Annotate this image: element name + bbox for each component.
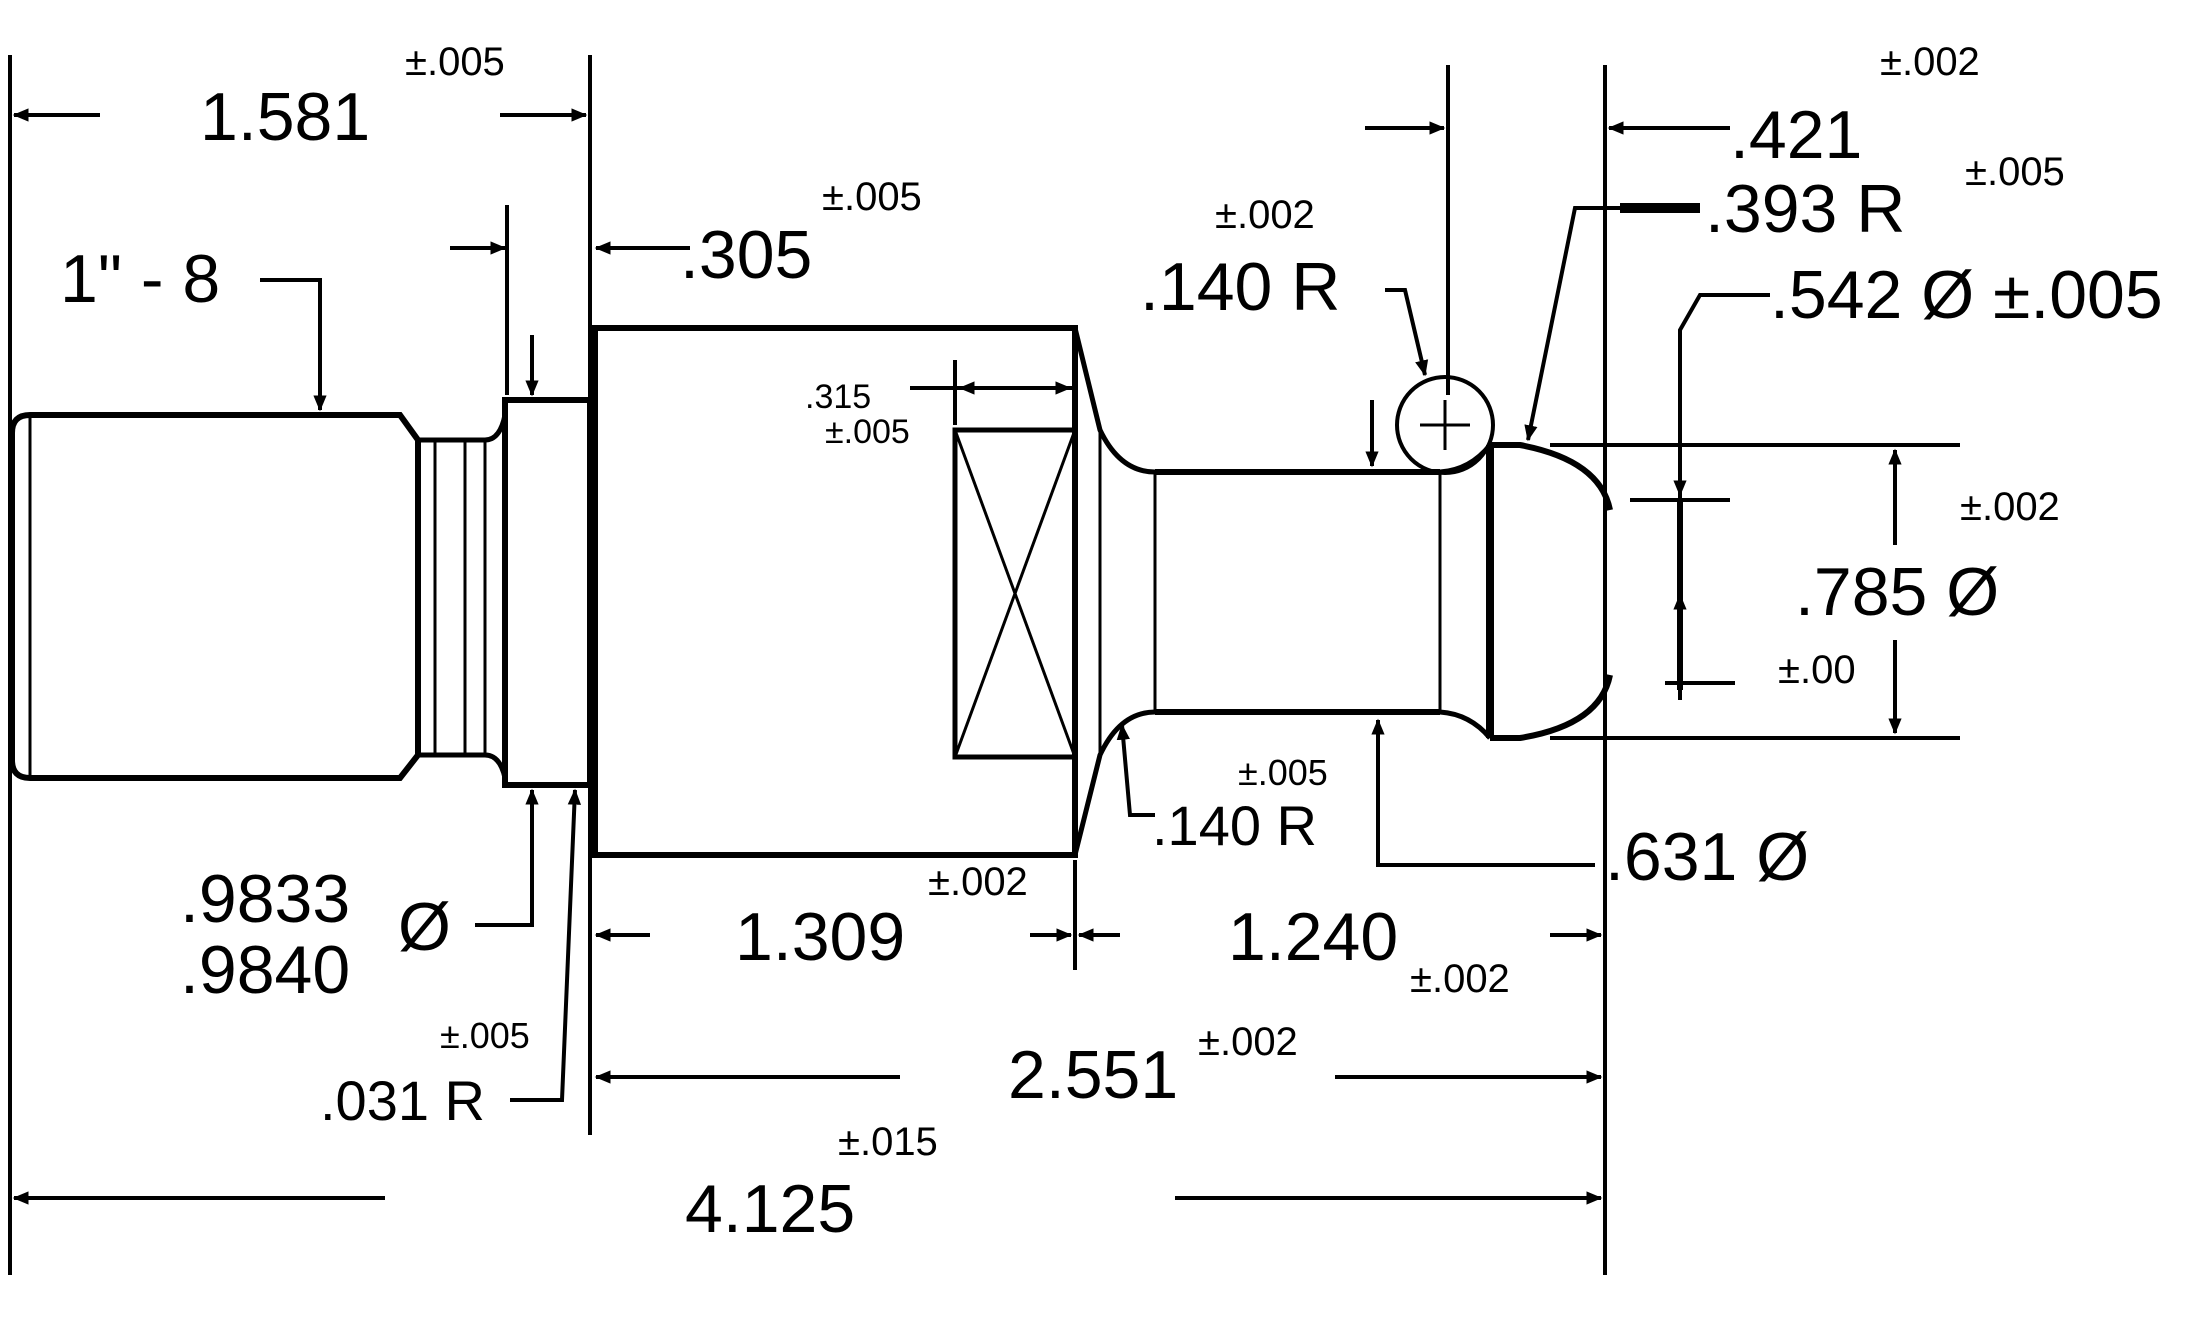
wrench-flat xyxy=(952,427,1078,760)
dim-785-tol-bot: ±.00 xyxy=(1778,648,1856,692)
dim-421: .421 xyxy=(1730,97,1862,173)
dim-1309-tol: ±.002 xyxy=(928,860,1028,904)
dim-r140-bot-tol: ±.005 xyxy=(1238,752,1328,793)
dim-631: .631 Ø xyxy=(1605,819,1809,895)
shoulder xyxy=(502,397,593,788)
dim-r031-tol: ±.005 xyxy=(440,1015,530,1056)
dim-r393: .393 R xyxy=(1705,171,1905,247)
dim-1581: 1.581 xyxy=(200,79,370,155)
dim-785: .785 Ø xyxy=(1795,554,1999,630)
dim-305: .305 xyxy=(680,217,812,293)
dim-1581-tol: ±.005 xyxy=(405,40,505,84)
dim-r031: .031 R xyxy=(320,1069,485,1132)
dim-r393-tol: ±.005 xyxy=(1965,150,2065,194)
dim-542: .542 Ø ±.005 xyxy=(1770,257,2163,333)
dim-1240: 1.240 xyxy=(1228,899,1398,975)
groove xyxy=(418,414,508,779)
dim-2551: 2.551 xyxy=(1008,1037,1178,1113)
dim-1309: 1.309 xyxy=(735,899,905,975)
dim-315: .315 xyxy=(805,378,871,416)
dimension-labels: 1.581 ±.005 1" - 8 .305 ±.005 .315 ±.005… xyxy=(60,40,2163,1247)
dim-r140-top-tol: ±.002 xyxy=(1215,193,1315,237)
extension-lines xyxy=(8,55,1960,1275)
fillet-circle xyxy=(1395,375,1495,475)
dimension-lines xyxy=(12,108,1902,1205)
dim-315-tol: ±.005 xyxy=(825,413,910,451)
dim-9833: .9833 xyxy=(180,861,350,937)
thread-section xyxy=(9,412,421,781)
dim-785-tol-top: ±.002 xyxy=(1960,485,2060,529)
dim-1240-tol: ±.002 xyxy=(1410,957,1510,1001)
dim-r140-bot: .140 R xyxy=(1152,794,1317,857)
dim-4125: 4.125 xyxy=(685,1171,855,1247)
transition xyxy=(1072,327,1156,856)
dim-2551-tol: ±.002 xyxy=(1198,1020,1298,1064)
dim-r140-top: .140 R xyxy=(1140,249,1340,325)
dim-421-tol: ±.002 xyxy=(1880,40,1980,84)
dim-9833-dia: Ø xyxy=(398,889,451,965)
dim-thread: 1" - 8 xyxy=(60,241,220,317)
ball-end xyxy=(1490,442,1613,741)
neck xyxy=(1155,469,1440,715)
dim-9840: .9840 xyxy=(180,932,350,1008)
dim-4125-tol: ±.015 xyxy=(838,1120,938,1164)
dim-305-tol: ±.005 xyxy=(822,175,922,219)
